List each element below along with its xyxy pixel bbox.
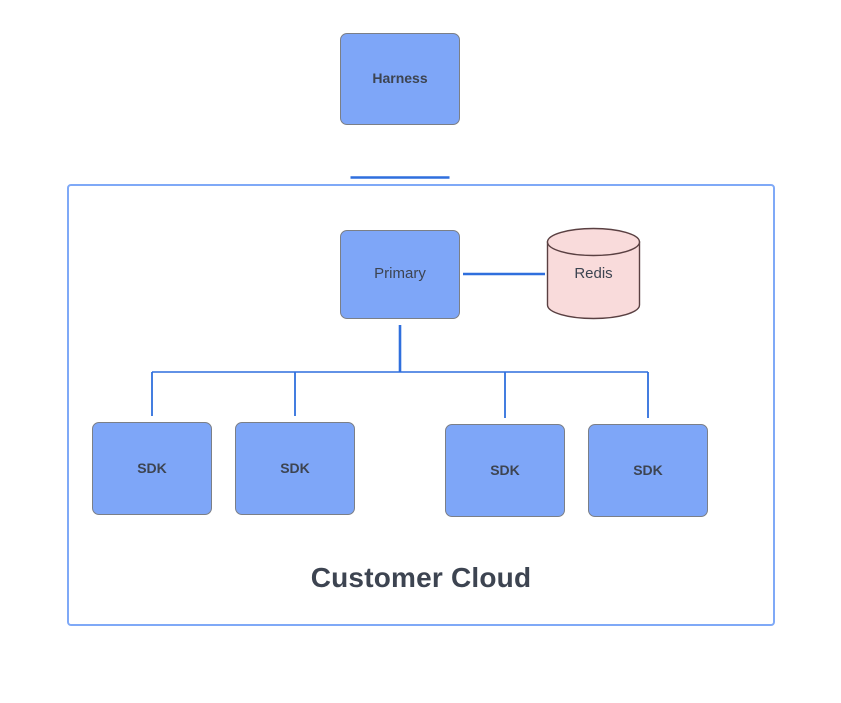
cylinder-body (546, 241, 641, 320)
node-sdk-3-label: SDK (633, 461, 663, 478)
cylinder-top (546, 227, 641, 257)
node-primary-label: Primary (374, 265, 426, 283)
node-sdk-1[interactable]: SDK (235, 422, 355, 515)
node-sdk-0[interactable]: SDK (92, 422, 212, 515)
node-sdk-0-label: SDK (137, 459, 167, 476)
node-redis-datastore[interactable] (546, 227, 641, 320)
customer-cloud-title: Customer Cloud (310, 562, 532, 593)
node-harness[interactable]: Harness (340, 33, 460, 125)
node-primary[interactable]: Primary (340, 230, 460, 319)
customer-cloud-container (67, 184, 775, 626)
node-sdk-2-label: SDK (490, 461, 520, 478)
node-sdk-2[interactable]: SDK (445, 424, 565, 517)
node-sdk-1-label: SDK (280, 459, 310, 476)
node-sdk-3[interactable]: SDK (588, 424, 708, 517)
node-harness-label: Harness (372, 70, 428, 87)
